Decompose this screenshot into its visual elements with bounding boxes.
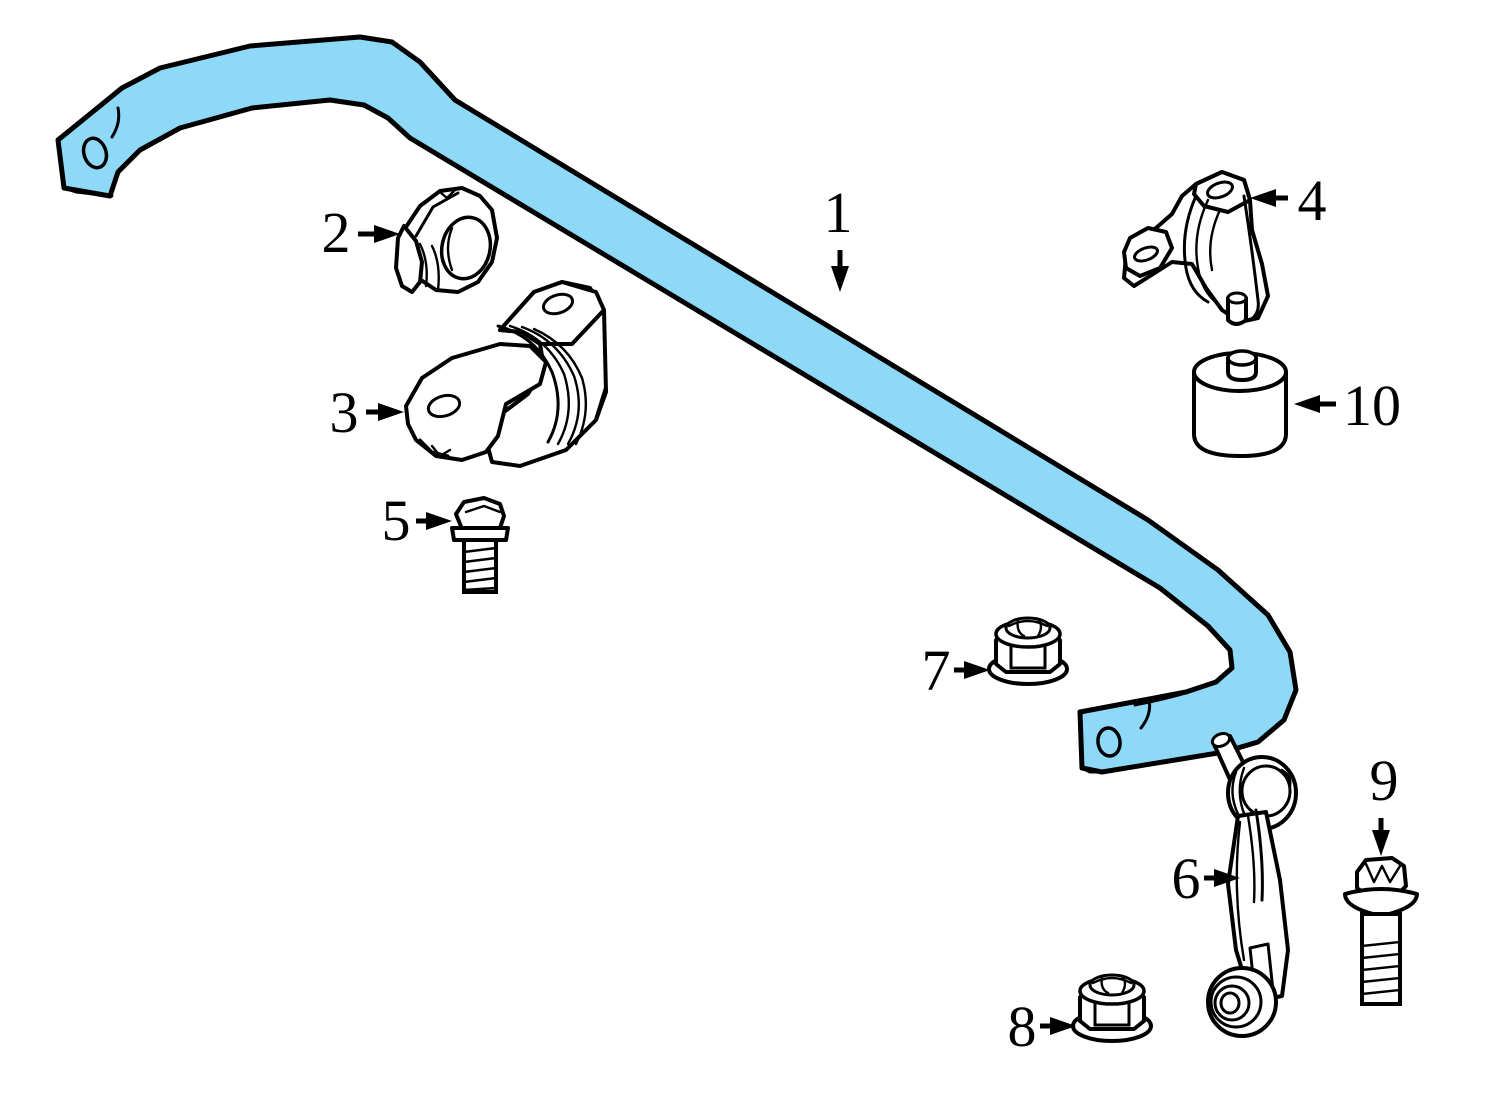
bushing-front-face	[394, 224, 424, 294]
callout-1-arrowhead	[831, 266, 849, 292]
bracket4-rib-2	[1195, 198, 1220, 306]
callout-6-number: 6	[1172, 846, 1201, 911]
callout-7-number: 7	[922, 638, 951, 703]
bracket4-spine	[1242, 194, 1260, 322]
bushing-top-edge	[414, 191, 460, 238]
bar-right-eyelet-hole	[1096, 726, 1122, 758]
callout-1-number: 1	[824, 180, 853, 245]
part-flange-nut-lower	[1071, 973, 1153, 1043]
clamp-lower-bolt-hole	[426, 393, 462, 419]
callout-5-arrowhead	[426, 512, 452, 530]
bolt5-head-facet-1	[464, 504, 502, 514]
callout-9-arrowhead	[1372, 830, 1390, 856]
part-bump-stop	[1192, 349, 1288, 458]
callout-3: 3	[330, 380, 404, 445]
callout-4-arrowhead	[1250, 189, 1276, 207]
bumpstop-boss-top	[1226, 349, 1258, 367]
part-stabilizer-bar-bushing	[394, 186, 499, 294]
link6-arm-edge-left	[1235, 820, 1246, 962]
clamp-bottom-notch	[430, 444, 452, 458]
part-clamp-bolt	[450, 496, 510, 594]
bushing-top-notch	[438, 188, 457, 200]
bolt9-flange	[1343, 887, 1419, 918]
callout-8: 8	[1008, 994, 1076, 1059]
callout-6-arrowhead	[1214, 869, 1240, 887]
bar-left-end-edge	[62, 186, 114, 198]
callout-8-arrowhead	[1050, 1017, 1076, 1035]
bracket4-upper-hole	[1206, 180, 1234, 200]
bracket4-rib-3	[1209, 208, 1222, 272]
bolt9-threads	[1360, 952, 1402, 996]
bolt9-head-facets	[1364, 862, 1402, 884]
link6-lower-joint-bore	[1219, 991, 1241, 1015]
bushing-split-line-1	[418, 242, 428, 288]
bolt9-thread-start	[1360, 940, 1402, 948]
clamp-right-edge	[594, 314, 608, 420]
callout-7-arrowhead	[964, 661, 990, 679]
callout-5-number: 5	[382, 488, 411, 553]
bracket4-boss	[1226, 296, 1248, 326]
part-flange-nut-upper	[987, 616, 1069, 686]
callout-2-number: 2	[322, 200, 351, 265]
clamp-saddle-inner-2	[532, 327, 587, 446]
callout-3-arrowhead	[378, 403, 404, 421]
callout-3-number: 3	[330, 380, 359, 445]
bolt5-flange	[450, 526, 510, 542]
callout-10: 10	[1294, 373, 1401, 438]
nut7-top-arc	[1007, 619, 1049, 628]
callout-6: 6	[1172, 846, 1240, 911]
link6-stud-tip	[1210, 731, 1232, 749]
callout-2-arrowhead	[374, 225, 400, 243]
callout-4: 4	[1250, 168, 1327, 233]
bar-right-end-edge	[1080, 766, 1104, 774]
callout-10-number: 10	[1343, 373, 1401, 438]
part-stabilizer-link	[1206, 731, 1298, 1038]
callout-4-number: 4	[1298, 168, 1327, 233]
bracket4-rib-1	[1182, 194, 1210, 304]
callout-7: 7	[922, 638, 990, 703]
bolt5-shank-tip	[462, 586, 498, 592]
link6-upper-joint-ring	[1240, 764, 1292, 818]
bar-left-eyelet-hole	[81, 136, 109, 170]
link6-upper-joint-notch	[1280, 768, 1292, 788]
clamp-saddle-mid	[508, 324, 570, 446]
bar-left-eyelet-crease	[110, 106, 121, 139]
bumpstop-body	[1192, 370, 1288, 458]
bracket4-left-hole	[1133, 245, 1159, 263]
callout-5: 5	[382, 488, 452, 553]
callout-8-number: 8	[1008, 994, 1037, 1059]
callout-2: 2	[322, 200, 400, 265]
link6-arm-groove-2	[1246, 814, 1256, 904]
part-flange-bolt	[1343, 856, 1419, 1006]
bushing-bore	[439, 215, 493, 281]
callout-10-arrowhead	[1294, 395, 1320, 413]
part-stabilizer-bar	[55, 34, 1299, 775]
stabilizer-bar-body	[55, 34, 1299, 775]
clamp-saddle-outer	[496, 324, 560, 444]
bushing-split-line-2	[430, 244, 440, 292]
link6-upper-joint-boot-2	[1238, 766, 1247, 818]
clamp-lower-flange	[404, 342, 548, 462]
callout-9-number: 9	[1370, 748, 1399, 813]
bushing-bore-inner	[446, 226, 454, 272]
nut8-top-arc	[1091, 976, 1133, 985]
bolt5-threads	[462, 546, 498, 584]
callout-1: 1	[824, 180, 853, 292]
bracket4-boss-top	[1226, 291, 1248, 305]
clamp-upper-bolt-hole	[541, 292, 575, 316]
bar-right-eyelet-crease-2	[1133, 692, 1184, 707]
link6-upper-joint-boot	[1231, 770, 1240, 816]
part-bushing-clamp-bracket	[404, 280, 608, 468]
link6-arm-groove-1	[1254, 808, 1264, 902]
clamp-saddle-inner	[520, 325, 580, 446]
callout-9: 9	[1370, 748, 1399, 856]
part-mount-bracket	[1122, 170, 1270, 326]
